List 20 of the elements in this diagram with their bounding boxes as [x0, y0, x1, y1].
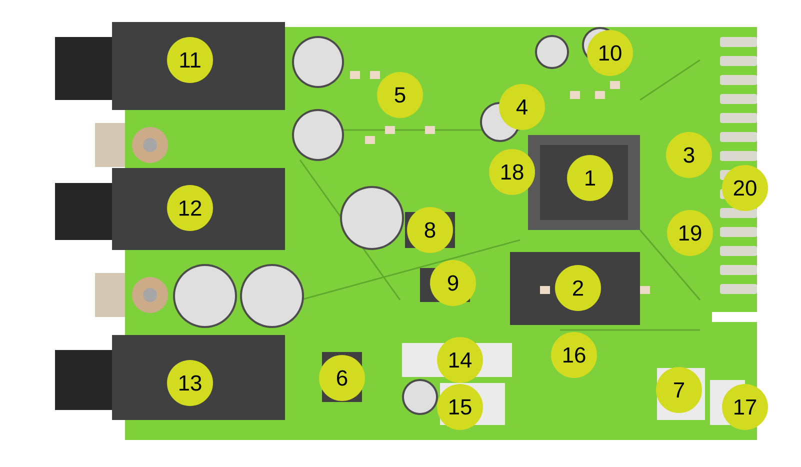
callout-number: 4	[499, 84, 545, 130]
callout-number: 7	[656, 367, 702, 413]
callout-number: 2	[555, 265, 601, 311]
callout-number: 18	[489, 149, 535, 195]
callout-number: 19	[667, 210, 713, 256]
callout-number: 6	[319, 355, 365, 401]
callout-number: 1	[567, 155, 613, 201]
callout-number: 20	[722, 165, 768, 211]
callout-number: 13	[167, 360, 213, 406]
callout-number: 17	[722, 384, 768, 430]
callout-number: 5	[377, 72, 423, 118]
callout-number: 15	[437, 384, 483, 430]
callout-number: 9	[430, 260, 476, 306]
callout-number: 14	[437, 337, 483, 383]
callout-number: 3	[666, 132, 712, 178]
callout-number: 12	[167, 185, 213, 231]
callout-number: 10	[587, 30, 633, 76]
callout-number: 8	[407, 207, 453, 253]
callout-number: 11	[167, 37, 213, 83]
callout-number: 16	[551, 332, 597, 378]
